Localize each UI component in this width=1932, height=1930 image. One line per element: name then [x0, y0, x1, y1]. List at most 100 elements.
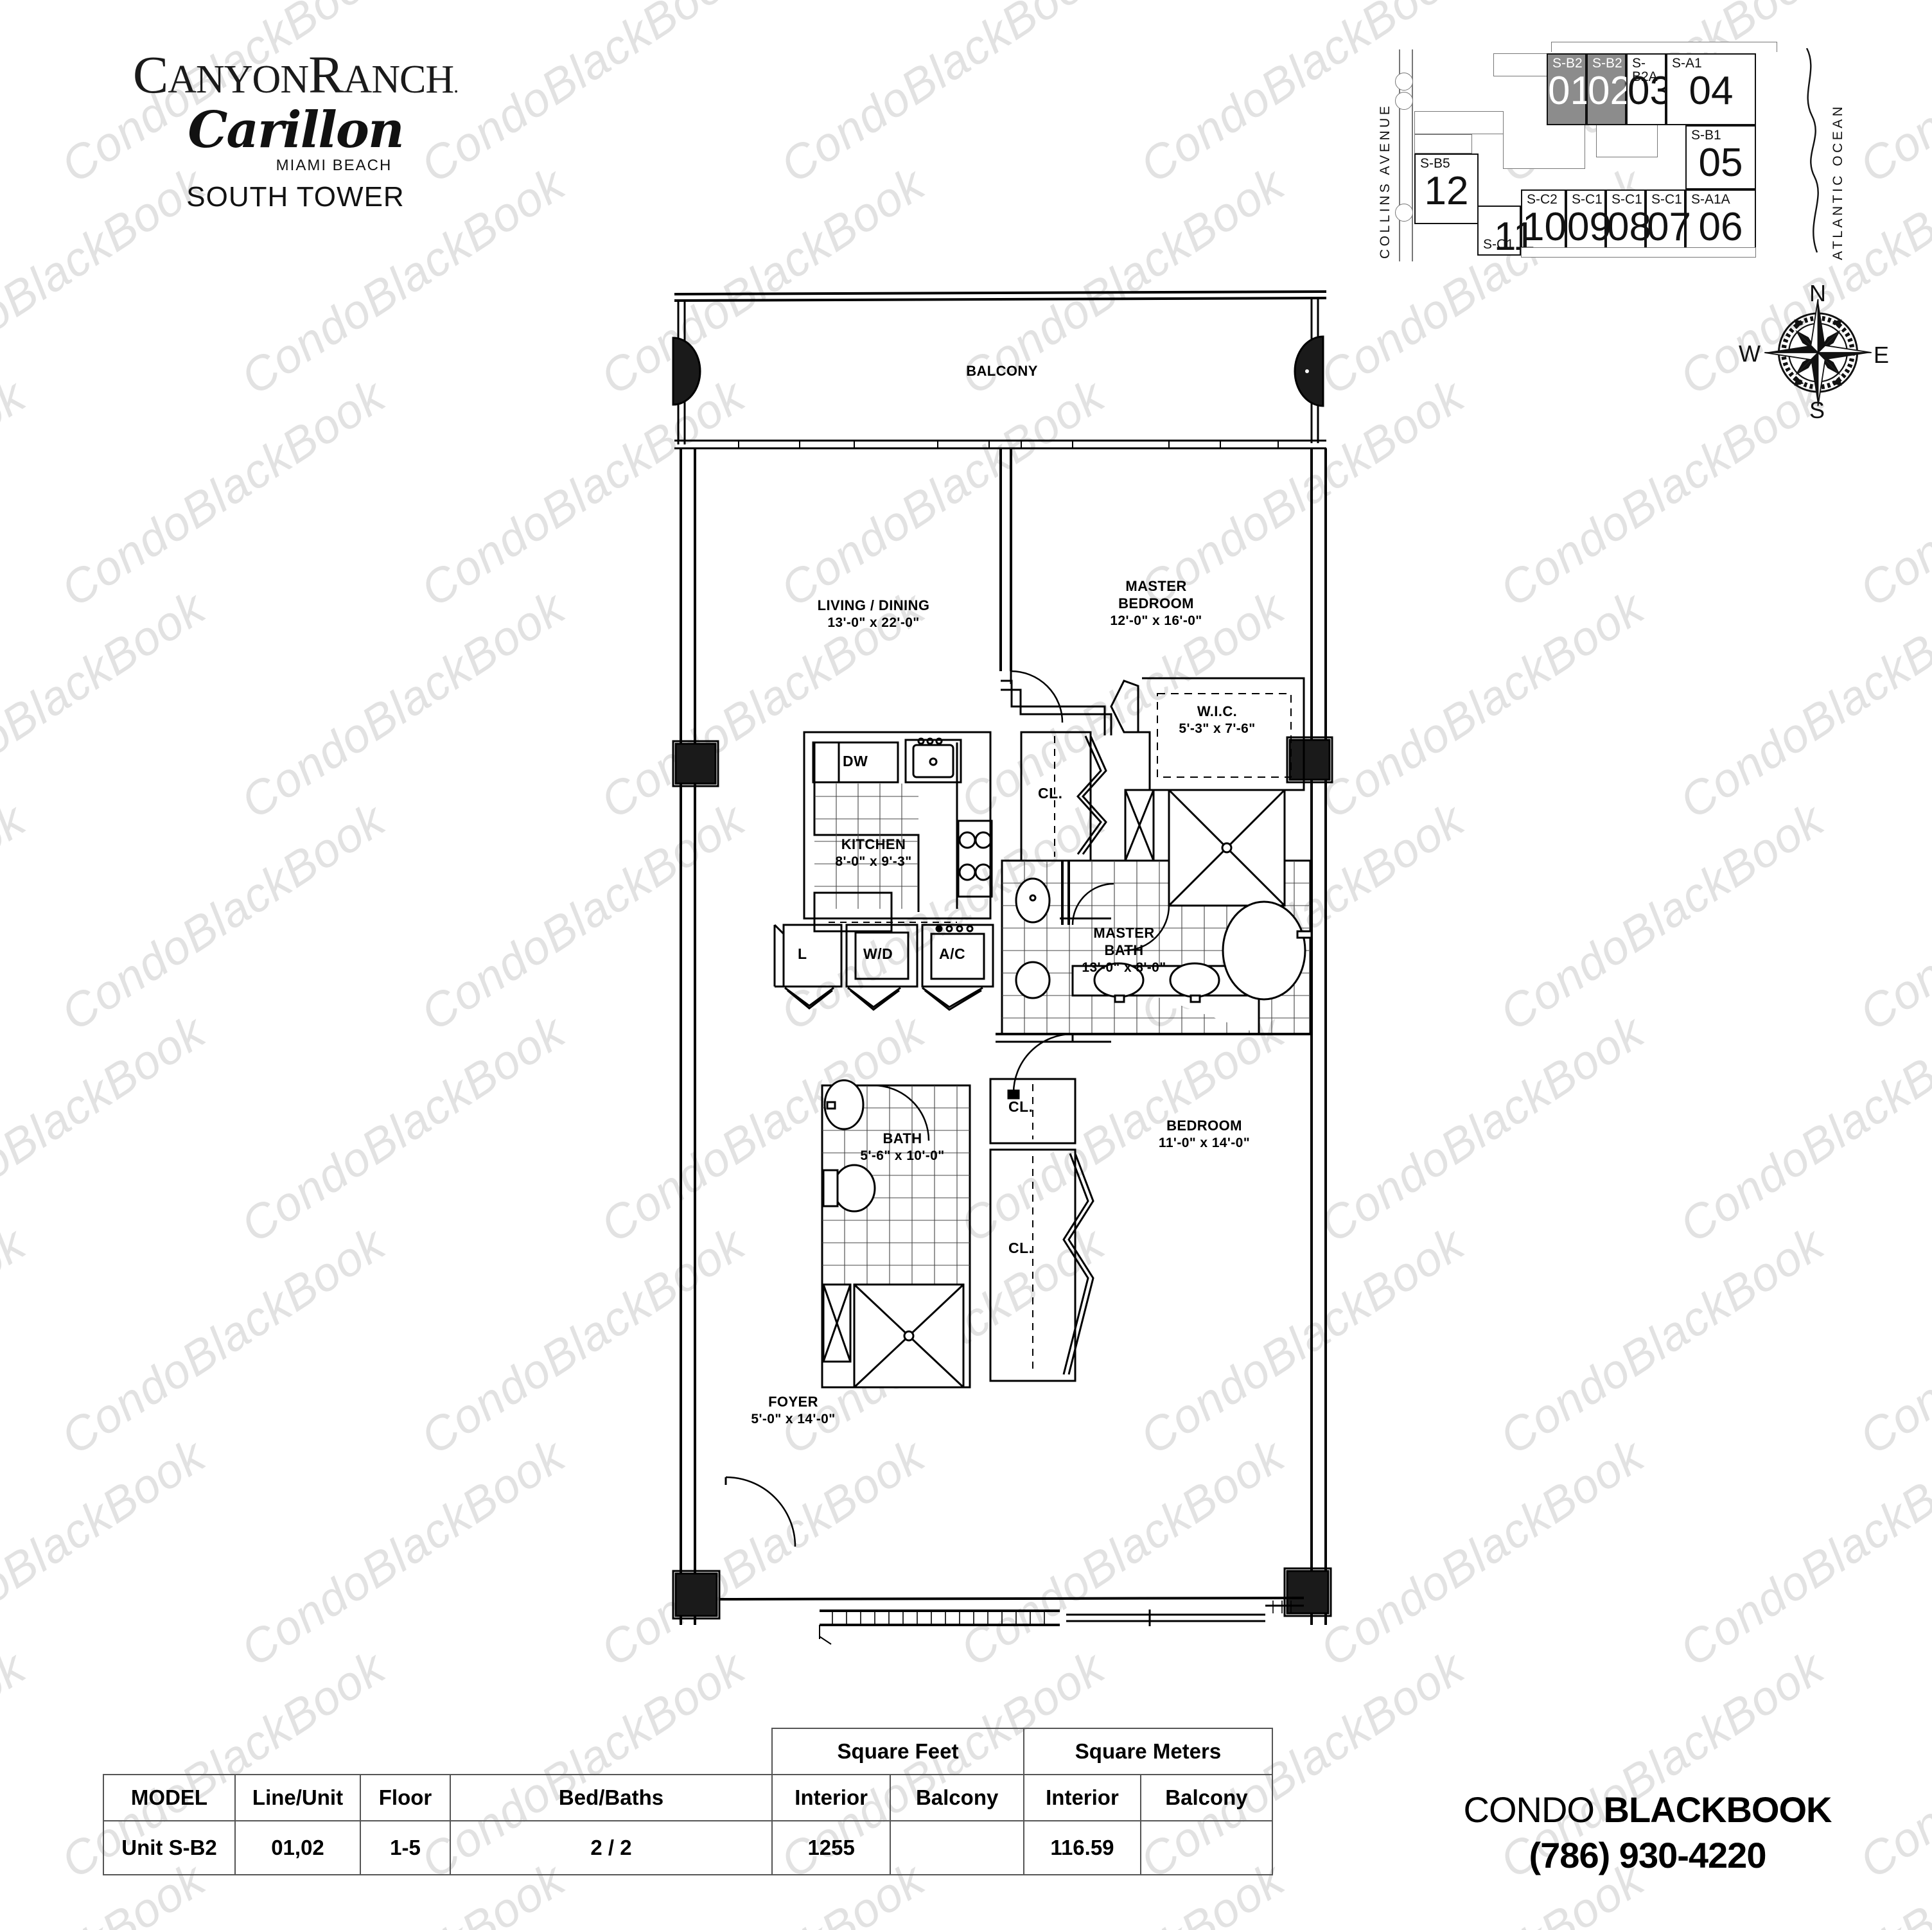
wic-dim: 5'-3" x 7'-6" [1179, 721, 1256, 736]
watermark-text: CondoBlackBook [231, 581, 574, 829]
master-bedroom-dim: 12'-0" x 16'-0" [1110, 613, 1202, 628]
keyplan-unit-01[interactable]: S-B2 01 [1547, 53, 1592, 125]
compass-south-label: S [1809, 397, 1825, 423]
watermark-text: CondoBlackBook [1310, 1428, 1653, 1677]
compass-west-label: W [1739, 340, 1761, 367]
keyplan-code-12: S-B5 [1420, 156, 1450, 171]
watermark-text: CondoBlackBook [771, 0, 1114, 193]
cell-sm-interior: 116.59 [1023, 1820, 1141, 1875]
table-column-header-row: MODEL Line/Unit Floor Bed/Baths Interior… [103, 1774, 1274, 1821]
cell-floor: 1-5 [360, 1820, 451, 1875]
bedroom-name: BEDROOM [1166, 1118, 1242, 1134]
watermark-text: CondoBlackBook [0, 1216, 35, 1465]
watermark-text: CondoBlackBook [0, 369, 35, 617]
floor-plan-drawing: BALCONY LIVING / DINING 13'-0" x 22'-0" … [662, 283, 1342, 1670]
foyer-dim: 5'-0" x 14'-0" [751, 1411, 836, 1426]
keyplan-unit-06[interactable]: S-A1A 06 [1685, 189, 1756, 254]
master-bath-name2: BATH [1104, 942, 1144, 958]
keyplan-unit-09[interactable]: S-C1 09 [1566, 189, 1611, 254]
brand-name: CONDO BLACKBOOK [1423, 1789, 1872, 1830]
room-label-balcony: BALCONY [966, 363, 1038, 379]
watermark-text: CondoBlackBook [0, 0, 35, 193]
collins-avenue-label: COLLINS AVENUE [1378, 103, 1392, 259]
cell-sm-balcony [1139, 1820, 1274, 1875]
closet-tag-bed-upper: CL. [1008, 1098, 1033, 1115]
wic-name: W.I.C. [1197, 703, 1238, 719]
keyplan-num-04: 04 [1689, 69, 1734, 113]
col-header-line-unit: Line/Unit [234, 1774, 361, 1821]
keyplan-num-02: 02 [1588, 69, 1632, 113]
brand-name-condo: CONDO [1463, 1789, 1604, 1830]
compass-star-icon [1764, 299, 1872, 407]
keyplan-code-04: S-A1 [1672, 56, 1702, 71]
atlantic-ocean-label: ATLANTIC OCEAN [1831, 103, 1845, 260]
ac-closet-tag: A/C [939, 945, 966, 962]
col-header-bed-baths: Bed/Baths [450, 1774, 773, 1821]
group-header-square-meters: Square Meters [1023, 1728, 1273, 1775]
watermark-text: CondoBlackBook [51, 793, 394, 1041]
cell-line-unit: 01,02 [234, 1820, 361, 1875]
keyplan-unit-03[interactable]: S-B2A 03 [1626, 53, 1672, 125]
room-label-bath: BATH 5'-6" x 10'-0" [829, 1130, 976, 1164]
keyplan-unit-05[interactable]: S-B1 05 [1685, 125, 1756, 189]
closet-tag-master-hall: CL. [1038, 785, 1063, 802]
project-logo: CANYONRANCH. Carillon MIAMI BEACH SOUTH … [61, 48, 530, 213]
watermark-text: CondoBlackBook [1670, 1428, 1932, 1677]
col-header-sm-balcony: Balcony [1139, 1774, 1274, 1821]
watermark-text: CondoBlackBook [51, 1216, 394, 1465]
col-header-sf-interior: Interior [771, 1774, 891, 1821]
brand-block: CONDO BLACKBOOK (786) 930-4220 [1423, 1789, 1872, 1876]
master-bath-dim: 13'-0" x 8'-0" [1082, 960, 1166, 975]
keyplan-unit-07[interactable]: S-C1 07 [1646, 189, 1691, 254]
keyplan-unit-12[interactable]: S-B5 12 [1414, 154, 1479, 224]
room-label-master-bath: MASTER BATH 13'-0" x 8'-0" [1041, 925, 1208, 976]
room-label-wic: W.I.C. 5'-3" x 7'-6" [1137, 703, 1297, 737]
bath-dim: 5'-6" x 10'-0" [860, 1148, 945, 1163]
living-dining-name: LIVING / DINING [817, 597, 930, 613]
keyplan-unit-04[interactable]: S-A1 04 [1666, 53, 1756, 125]
keyplan-code-07: S-C1 [1651, 192, 1682, 207]
keyplan-code-02: S-B2 [1592, 56, 1622, 71]
keyplan-num-12: 12 [1424, 169, 1469, 213]
keyplan-code-05: S-B1 [1691, 128, 1721, 143]
room-label-kitchen: KITCHEN 8'-0" x 9'-3" [800, 836, 947, 870]
cell-sf-interior: 1255 [771, 1820, 891, 1875]
master-bath-name1: MASTER [1093, 925, 1155, 941]
kitchen-dim: 8'-0" x 9'-3" [835, 854, 912, 869]
brand-name-blackbook: BLACKBOOK [1603, 1789, 1832, 1830]
logo-south-tower: SOUTH TOWER [186, 181, 405, 213]
closet-tag-bed-lower: CL. [1008, 1240, 1033, 1256]
foyer-name: FOYER [768, 1394, 818, 1410]
group-header-square-feet: Square Feet [771, 1728, 1024, 1775]
linen-closet-tag: L [798, 945, 807, 962]
keyplan-num-07: 07 [1647, 205, 1691, 249]
shoreline-icon [1805, 48, 1819, 253]
master-bedroom-name1: MASTER [1125, 578, 1187, 594]
keyplan-num-06: 06 [1698, 205, 1743, 249]
keyplan-code-03: S-B2A [1632, 56, 1658, 84]
watermark-text: CondoBlackBook [1670, 1004, 1932, 1253]
watermark-text: CondoBlackBook [0, 1640, 35, 1889]
logo-carillon-script: Carillon [188, 101, 404, 159]
keyplan-unit-02[interactable]: S-B2 02 [1586, 53, 1632, 125]
keyplan-num-03: 03 [1628, 69, 1672, 113]
keyplan-num-05: 05 [1698, 141, 1743, 185]
table-row: Unit S-B2 01,02 1-5 2 / 2 1255 116.59 [103, 1820, 1274, 1875]
keyplan-unit-11[interactable]: S-C1 11 [1477, 206, 1535, 257]
keyplan-num-09: 09 [1567, 205, 1611, 249]
key-plan: COLLINS AVENUE ATLANTIC OCEAN S-B2 01 S-… [1378, 35, 1869, 267]
watermark-text: CondoBlackBook [0, 1004, 215, 1253]
room-label-living-dining: LIVING / DINING 13'-0" x 22'-0" [771, 597, 976, 631]
brand-phone[interactable]: (786) 930-4220 [1529, 1835, 1767, 1875]
keyplan-unit-10[interactable]: S-C2 10 [1521, 189, 1567, 254]
col-header-sm-interior: Interior [1023, 1774, 1141, 1821]
cell-sf-balcony [890, 1820, 1024, 1875]
keyplan-num-01: 01 [1548, 69, 1592, 113]
room-label-master-bedroom: MASTER BEDROOM 12'-0" x 16'-0" [1060, 578, 1252, 629]
watermark-text: CondoBlackBook [1850, 1216, 1932, 1465]
logo-miami-beach: MIAMI BEACH [276, 157, 392, 174]
keyplan-unit-08[interactable]: S-C1 08 [1606, 189, 1651, 254]
keyplan-num-10: 10 [1522, 205, 1567, 249]
watermark-text: CondoBlackBook [1850, 793, 1932, 1041]
keyplan-code-11: S-C1 [1483, 237, 1514, 252]
